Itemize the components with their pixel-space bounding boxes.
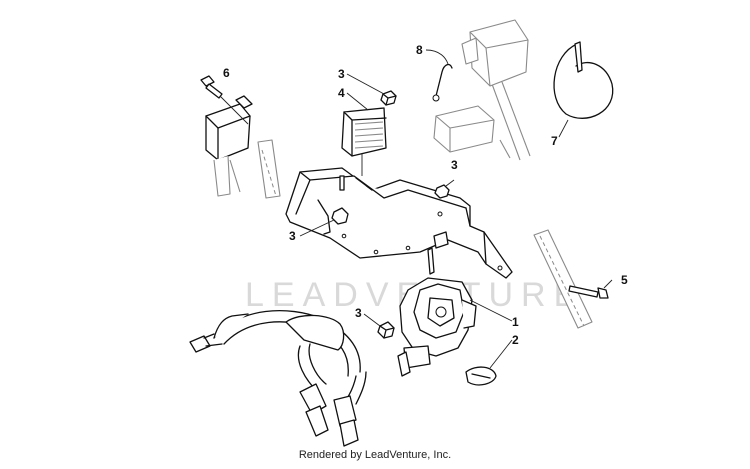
mounting-bracket: [285, 167, 513, 279]
callouts: 8 7 6 3 4 3 3 5 3 1 2: [223, 43, 628, 347]
callout-1: 1: [512, 315, 519, 329]
regulator-module-faded: [433, 105, 495, 153]
nut-top: [380, 90, 397, 106]
nut-bracket-left: [317, 199, 349, 235]
frame-rails: [257, 81, 593, 329]
callout-4: 4: [338, 86, 345, 100]
callout-8: 8: [416, 43, 423, 57]
callout-3-top: 3: [338, 67, 345, 81]
ignition-coil-left: [205, 95, 253, 197]
ignition-module: [397, 277, 477, 377]
relay-block: [341, 107, 387, 176]
nut-bottom: [377, 321, 395, 339]
callout-5: 5: [621, 273, 628, 287]
callout-2: 2: [512, 333, 519, 347]
hook-bolt: [432, 63, 453, 102]
cable-tie: [553, 41, 614, 119]
spark-plug-wires: [189, 310, 367, 447]
callout-6: 6: [223, 66, 230, 80]
clamp-clip: [465, 366, 497, 386]
upper-electrical-box: [461, 19, 529, 87]
callout-3-bottom: 3: [355, 306, 362, 320]
bolt-5: [568, 285, 609, 299]
callout-3-left: 3: [289, 229, 296, 243]
callout-7: 7: [551, 134, 558, 148]
bolt-6: [200, 75, 249, 125]
render-credit: Rendered by LeadVenture, Inc.: [298, 449, 452, 461]
callout-3-right: 3: [451, 158, 458, 172]
leader-lines: [299, 49, 613, 369]
nut-right: [434, 184, 450, 199]
